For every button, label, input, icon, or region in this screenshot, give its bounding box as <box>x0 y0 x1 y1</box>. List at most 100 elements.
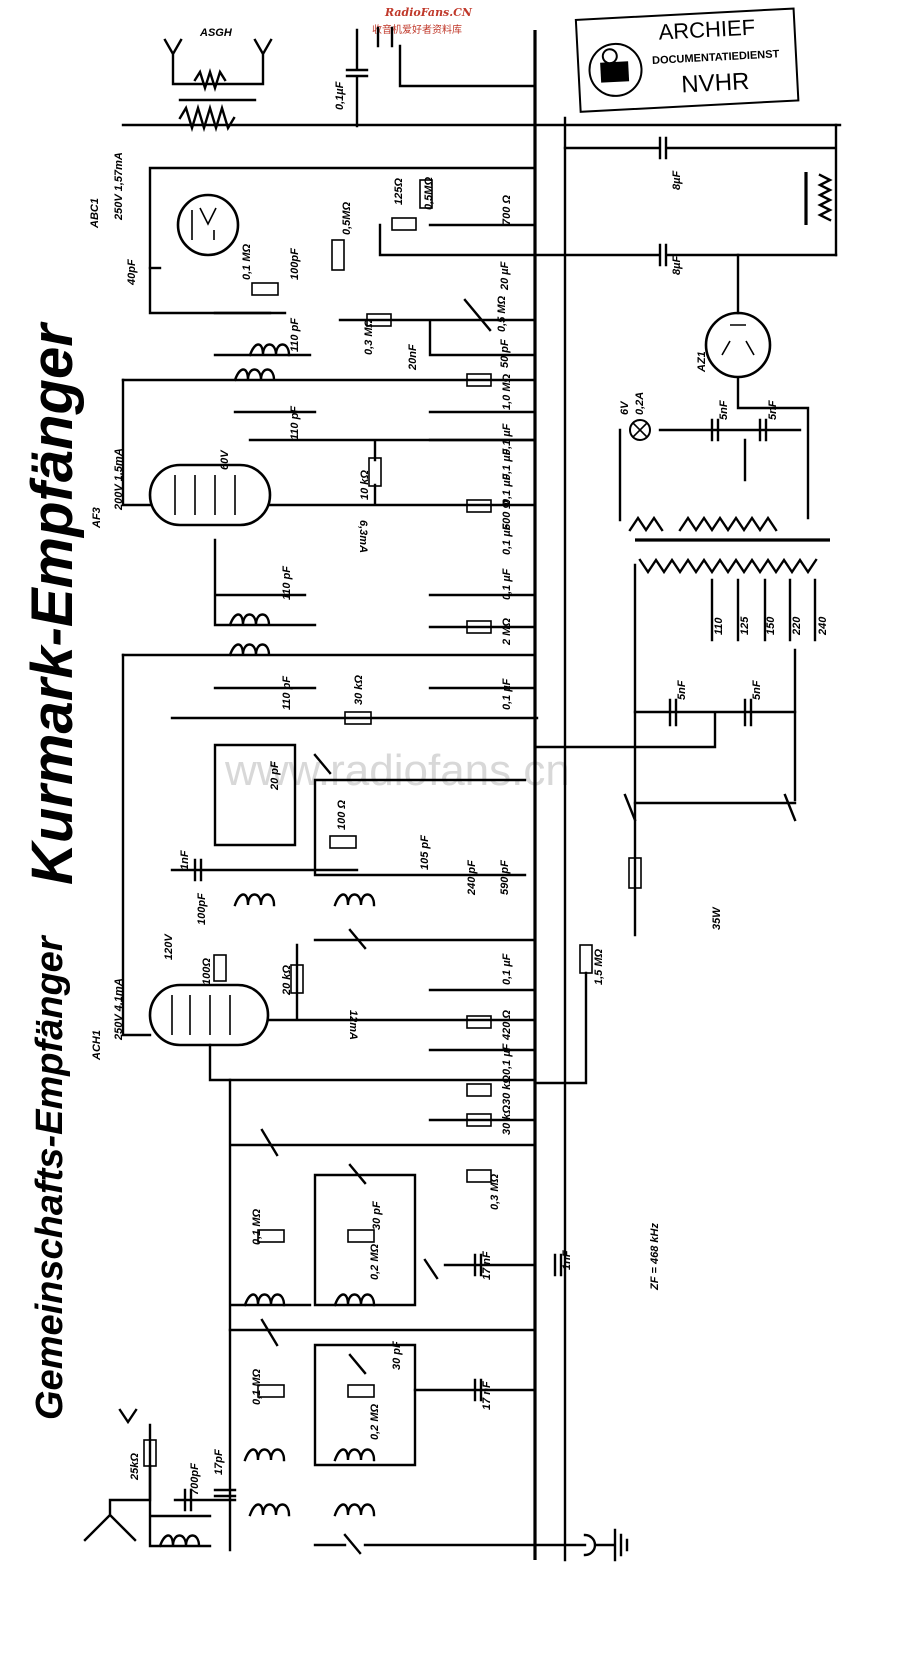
label-c17pf: 17pF <box>213 1449 225 1475</box>
label-r125: 125Ω <box>393 178 405 205</box>
label-c1nf-b: 1nF <box>561 1250 573 1270</box>
coupling-top: 0,1µF <box>334 26 537 128</box>
label-r2mo: 2 MΩ <box>501 618 513 646</box>
tube-af3: AF3 200V 1,5mA 60V 6,3mA <box>91 448 369 553</box>
site-brand: RadioFans.CN <box>384 6 473 19</box>
fuse <box>628 857 642 889</box>
label-r03: 0,3 MΩ <box>363 318 375 355</box>
tube-ach1-osc: 120V <box>163 933 175 960</box>
volume-pot <box>463 298 492 332</box>
label-r02-b: 0,2 MΩ <box>369 1403 381 1440</box>
label-antenna-top: ASGH <box>199 27 233 39</box>
tube-abc1: ABC1 250V 1,57mA <box>89 152 240 257</box>
label-c-top: 0,1µF <box>334 81 346 110</box>
label-c590pf: 590 pF <box>499 860 511 895</box>
ground-icon <box>533 1528 629 1562</box>
tube-az1-envelope <box>704 311 772 379</box>
label-c240pf: 240 pF <box>466 860 478 896</box>
mains-tap-1: 125 <box>739 616 751 635</box>
label-c01-h: 0,1 µF <box>501 1043 513 1075</box>
tube-ach1-envelope <box>148 983 270 1047</box>
label-c01-e: 0,1 µF <box>501 568 513 600</box>
mains-switch[interactable] <box>623 648 797 822</box>
label-r01-abc: 0,1 MΩ <box>241 243 253 280</box>
label-c01-c: 0,1 µF <box>501 473 513 505</box>
label-c110-d: 110 pF <box>281 676 293 710</box>
label-r03-b: 0,3 MΩ <box>489 1173 501 1210</box>
label-c20pf: 20 pF <box>269 761 281 791</box>
label-r02-a: 0,2 MΩ <box>369 1243 381 1280</box>
label-c110-a: 110 pF <box>289 318 301 352</box>
label-c5nf-b: 5nF <box>767 400 779 420</box>
tube-af3-screen: 60V <box>219 449 231 470</box>
tube-ach1-name: ACH1 <box>91 1030 103 1061</box>
label-r15: 1,5 MΩ <box>593 948 605 985</box>
tube-az1: AZ1 <box>696 311 772 379</box>
speaker-section: ASGH <box>163 27 273 133</box>
label-c5nf-a: 5nF <box>718 400 730 420</box>
antenna-input: 25kΩ 700pF 17pF <box>83 1408 537 1555</box>
title-sub: Gemeinschafts-Empfänger <box>29 934 71 1420</box>
tube-az1-name: AZ1 <box>696 351 708 373</box>
label-r100b: 100Ω <box>201 958 213 985</box>
label-c5nf-c: 5nF <box>676 680 688 700</box>
label-c01-f: 0,1 µF <box>501 678 513 710</box>
tube-af3-name: AF3 <box>91 507 103 529</box>
band-switch-c[interactable] <box>313 1533 537 1555</box>
label-r01-b: 0,1 MΩ <box>251 1208 263 1245</box>
label-c01-d: 0,1 µF <box>501 523 513 555</box>
title-main: Kurmark-Empfänger <box>20 321 85 885</box>
label-fuse: 35W <box>711 906 723 930</box>
label-c30pf-a: 30 pF <box>371 1201 383 1230</box>
label-c40pf: 40pF <box>126 259 138 286</box>
label-c100pf: 100pF <box>289 248 301 280</box>
label-c100pf-b: 100pF <box>196 893 208 925</box>
label-c01-g: 0,1 µF <box>501 953 513 985</box>
label-r100: 100 Ω <box>336 800 348 830</box>
site-slogan: 收音机爱好者资料库 <box>372 23 462 36</box>
stamp-title: ARCHIEF <box>658 15 756 45</box>
power-transformer <box>628 515 830 575</box>
label-c17nf-b: 17 nF <box>481 1381 493 1410</box>
tube-abc1-name: ABC1 <box>89 198 101 229</box>
label-r20k: 20 kΩ <box>281 965 293 996</box>
tube-af3-current: 6,3mA <box>357 520 369 553</box>
tube-af3-envelope <box>148 463 272 527</box>
site-watermark: www.radiofans.cn <box>224 746 570 795</box>
tube-abc1-supply: 250V 1,57mA <box>113 152 125 221</box>
pilot-lamp: 6V 0,2A <box>619 392 651 441</box>
label-r30k: 30 kΩ <box>353 675 365 705</box>
label-r420: 420 Ω <box>501 1010 513 1041</box>
stamp-nvhr: NVHR <box>681 68 750 99</box>
label-c30pf-b: 30 pF <box>391 1341 403 1370</box>
label-pot: 0,5 MΩ <box>496 295 508 332</box>
label-c50pf: 50 pF <box>499 339 511 368</box>
label-c105pf: 105 pF <box>419 835 431 870</box>
label-c1nf: 1nF <box>179 850 191 870</box>
stamp-logo-icon <box>588 42 643 97</box>
band-switch-b[interactable] <box>423 1253 563 1280</box>
label-lamp-v: 6V <box>619 400 631 415</box>
label-r700: 700 Ω <box>501 195 513 225</box>
label-c20uf: 20 µF <box>499 261 511 291</box>
tuning-cap-a[interactable] <box>260 1128 279 1157</box>
archive-stamp: ARCHIEF DOCUMENTATIEDIENST NVHR <box>574 7 800 113</box>
label-r600: 600 Ω <box>501 500 513 530</box>
band-switch-a[interactable] <box>313 928 537 950</box>
label-c8uf-a: 8µF <box>671 171 683 190</box>
label-c8uf-b: 8µF <box>671 256 683 275</box>
label-c110-b: 110 pF <box>289 406 301 440</box>
tuning-cap-b[interactable] <box>260 1318 279 1347</box>
label-c5nf-d: 5nF <box>751 680 763 700</box>
label-c700pf: 700pF <box>189 1463 201 1495</box>
tube-ach1-current: 12mA <box>347 1010 359 1040</box>
label-lamp-a: 0,2A <box>634 392 646 415</box>
mains-tap-4: 240 <box>817 616 829 636</box>
label-c17nf-a: 17 nF <box>481 1251 493 1280</box>
label-r05: 0,5MΩ <box>341 202 353 235</box>
label-r01-c: 0,1 MΩ <box>251 1368 263 1405</box>
tube-ach1: ACH1 250V 4,1mA 120V 12mA <box>91 933 359 1061</box>
label-r30k-b: 30 kΩ <box>501 1075 513 1105</box>
label-c20nf: 20nF <box>407 344 419 371</box>
